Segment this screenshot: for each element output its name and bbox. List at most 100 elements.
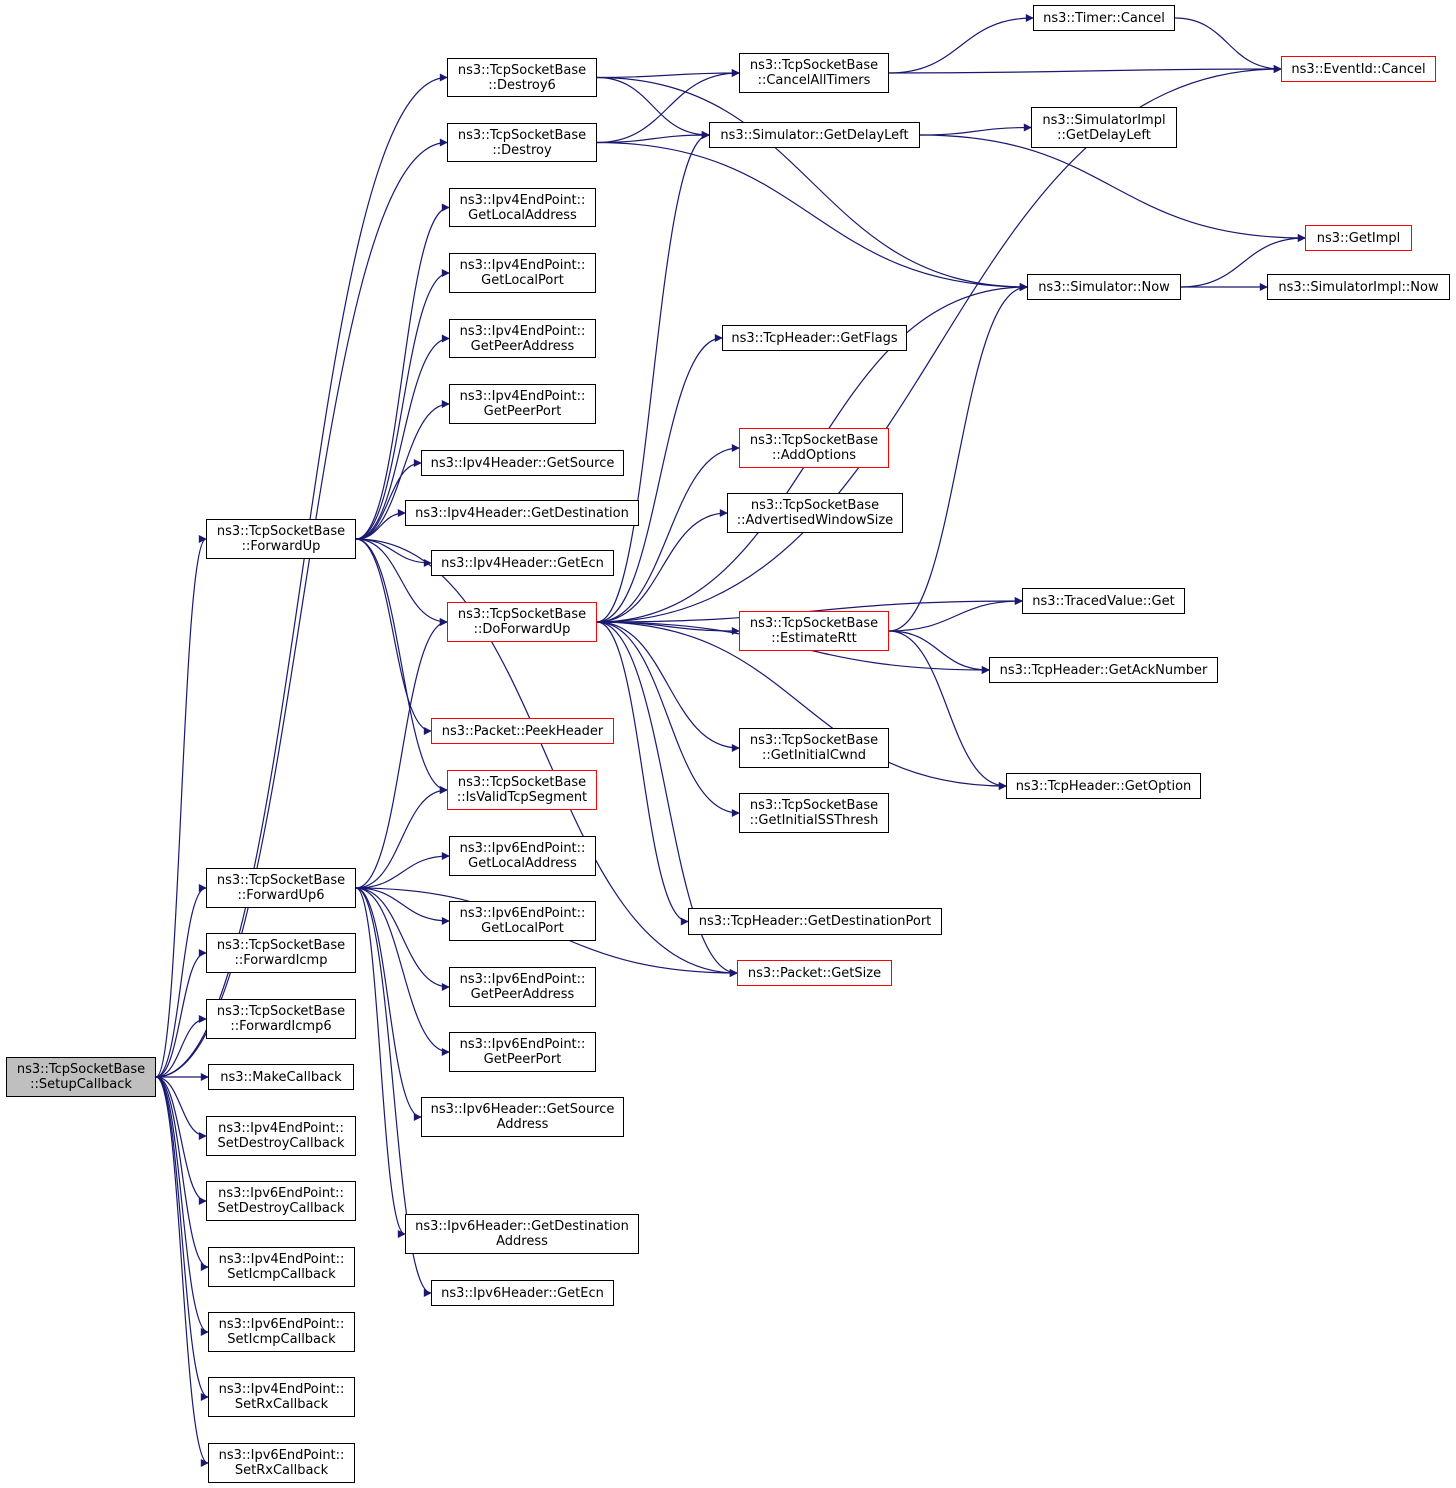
call-edge-forwardup-to-peekheader [355, 538, 432, 735]
node-ipv4endpoint-getlocalport[interactable]: ns3::Ipv4EndPoint::GetLocalPort [449, 253, 596, 293]
call-edge-simnow-to-getimpl [1180, 234, 1306, 288]
call-edge-setup-to-forwardicmp [155, 949, 207, 1078]
call-edge-destroy-to-simnow [596, 141, 1028, 291]
node-simulatorimpl-now[interactable]: ns3::SimulatorImpl::Now [1267, 274, 1450, 300]
node-cancelalltimers[interactable]: ns3::TcpSocketBase::CancelAllTimers [739, 53, 889, 93]
node-setupcallback: ns3::TcpSocketBase::SetupCallback [6, 1057, 156, 1097]
node-advertisedwindowsize[interactable]: ns3::TcpSocketBase::AdvertisedWindowSize [727, 493, 903, 533]
call-edge-setup-to-v4setrx [155, 1076, 209, 1401]
call-edge-forwardup-to-v4getpeerport [355, 400, 450, 540]
call-edge-doforwardup-to-getinitss [596, 621, 740, 817]
node-forwardup6[interactable]: ns3::TcpSocketBase::ForwardUp6 [206, 868, 356, 908]
node-ipv4endpoint-setrxcallback[interactable]: ns3::Ipv4EndPoint::SetRxCallback [208, 1377, 355, 1417]
node-forwardicmp[interactable]: ns3::TcpSocketBase::ForwardIcmp [206, 933, 356, 973]
call-edge-forwardup-to-v4getlocaladdr [355, 203, 450, 540]
node-tcpheader-getacknumber[interactable]: ns3::TcpHeader::GetAckNumber [989, 657, 1218, 683]
node-ipv6endpoint-getpeeraddress[interactable]: ns3::Ipv6EndPoint::GetPeerAddress [449, 967, 596, 1007]
node-ipv4header-getecn[interactable]: ns3::Ipv4Header::GetEcn [431, 550, 614, 576]
call-edge-setup-to-v6seticmp [155, 1076, 209, 1336]
node-tracedvalue-get[interactable]: ns3::TracedValue::Get [1022, 588, 1185, 614]
node-makecallback[interactable]: ns3::MakeCallback [208, 1064, 354, 1090]
node-ipv6header-getecn[interactable]: ns3::Ipv6Header::GetEcn [431, 1280, 614, 1306]
call-edge-forwardup-to-v4hsource [355, 459, 422, 540]
call-edge-setup-to-destroy6 [155, 73, 448, 1078]
node-simulatorimpl-getdelayleft[interactable]: ns3::SimulatorImpl::GetDelayLeft [1031, 107, 1177, 148]
node-simulator-getdelayleft[interactable]: ns3::Simulator::GetDelayLeft [709, 122, 920, 148]
node-getinitialssthresh[interactable]: ns3::TcpSocketBase::GetInitialSSThresh [739, 793, 889, 833]
call-edge-forwardup-to-doforwardup [355, 538, 448, 626]
call-edge-estimatertt-to-simnow [888, 283, 1028, 632]
node-ipv4endpoint-getpeeraddress[interactable]: ns3::Ipv4EndPoint::GetPeerAddress [449, 319, 596, 358]
call-edge-doforwardup-to-eventcancel [596, 65, 1282, 623]
call-edge-estimatertt-to-getacknum [888, 630, 990, 674]
call-edge-setup-to-forwardicmp6 [155, 1015, 207, 1078]
node-ipv4endpoint-getlocaladdress[interactable]: ns3::Ipv4EndPoint::GetLocalAddress [449, 188, 596, 227]
call-edge-doforwardup-to-getsize [596, 621, 738, 977]
node-packet-peekheader[interactable]: ns3::Packet::PeekHeader [431, 718, 614, 744]
call-edge-doforwardup-to-getinitcwnd [596, 621, 740, 752]
call-edge-forwardup6-to-isvalid [355, 786, 448, 889]
call-edge-timercancel-to-eventcancel [1174, 17, 1282, 73]
call-edge-forwardup6-to-v6getlocalport [355, 887, 450, 925]
node-eventid-cancel[interactable]: ns3::EventId::Cancel [1281, 56, 1436, 82]
call-edge-forwardup6-to-v6getpeeraddr [355, 887, 450, 991]
node-destroy[interactable]: ns3::TcpSocketBase::Destroy [447, 123, 597, 162]
call-edge-forwardup-to-v4hdest [355, 509, 406, 540]
call-edge-getdelayleft-to-simimplgetdelay [919, 123, 1032, 136]
call-edge-getdelayleft-to-getimpl [919, 134, 1306, 242]
node-ipv6endpoint-setrxcallback[interactable]: ns3::Ipv6EndPoint::SetRxCallback [208, 1443, 355, 1483]
call-edge-destroy6-to-simnow [596, 76, 1028, 291]
node-isvalidtcpsegment[interactable]: ns3::TcpSocketBase::IsValidTcpSegment [447, 770, 597, 810]
node-forwardup[interactable]: ns3::TcpSocketBase::ForwardUp [206, 519, 356, 559]
node-estimatertt[interactable]: ns3::TcpSocketBase::EstimateRtt [739, 611, 889, 651]
call-edge-cancelall-to-eventcancel [888, 65, 1282, 74]
call-edge-doforwardup-to-advwin [596, 509, 728, 623]
call-edge-setup-to-forwardup6 [155, 884, 207, 1078]
node-ipv4endpoint-getpeerport[interactable]: ns3::Ipv4EndPoint::GetPeerPort [449, 384, 596, 424]
call-edge-setup-to-v4seticmp [155, 1076, 209, 1271]
node-ipv6endpoint-getpeerport[interactable]: ns3::Ipv6EndPoint::GetPeerPort [449, 1032, 596, 1072]
node-ipv6endpoint-getlocaladdress[interactable]: ns3::Ipv6EndPoint::GetLocalAddress [449, 836, 596, 876]
node-tcpheader-getdestinationport[interactable]: ns3::TcpHeader::GetDestinationPort [688, 908, 942, 935]
call-edge-setup-to-v4setdestroy [155, 1076, 207, 1140]
call-edge-forwardup6-to-v6getlocaladdr [355, 852, 450, 889]
call-edge-doforwardup-to-getdelayleft [596, 131, 710, 623]
call-edge-setup-to-forwardup [155, 535, 207, 1078]
call-edge-forwardup6-to-v6hsource [355, 887, 422, 1121]
node-getinitialcwnd[interactable]: ns3::TcpSocketBase::GetInitialCwnd [739, 728, 889, 768]
node-ipv6endpoint-seticmpcallback[interactable]: ns3::Ipv6EndPoint::SetIcmpCallback [208, 1312, 355, 1352]
call-edge-forwardup6-to-v6getpeerport [355, 887, 450, 1056]
node-packet-getsize[interactable]: ns3::Packet::GetSize [737, 960, 892, 986]
call-edge-estimatertt-to-getoption [888, 630, 1007, 790]
call-edge-doforwardup-to-getoption [596, 621, 1007, 790]
node-tcpheader-getflags[interactable]: ns3::TcpHeader::GetFlags [722, 325, 907, 351]
node-ipv4header-getdestination[interactable]: ns3::Ipv4Header::GetDestination [405, 500, 639, 526]
node-destroy6[interactable]: ns3::TcpSocketBase::Destroy6 [447, 58, 597, 97]
call-edge-forwardup-to-isvalid [355, 538, 448, 794]
node-ipv6endpoint-getlocalport[interactable]: ns3::Ipv6EndPoint::GetLocalPort [449, 901, 596, 941]
node-addoptions[interactable]: ns3::TcpSocketBase::AddOptions [739, 428, 889, 468]
node-getimpl[interactable]: ns3::GetImpl [1305, 225, 1412, 251]
call-edge-doforwardup-to-getdestport [596, 621, 689, 926]
node-timer-cancel[interactable]: ns3::Timer::Cancel [1033, 5, 1175, 31]
node-ipv4endpoint-setdestroycallback[interactable]: ns3::Ipv4EndPoint::SetDestroyCallback [206, 1116, 356, 1156]
node-ipv4header-getsource[interactable]: ns3::Ipv4Header::GetSource [421, 450, 624, 476]
call-edge-forwardup-to-v4getlocalport [355, 269, 450, 540]
call-edge-doforwardup-to-addoptions [596, 444, 740, 623]
node-doforwardup[interactable]: ns3::TcpSocketBase::DoForwardUp [447, 602, 597, 642]
call-edge-destroy6-to-getdelayleft [596, 76, 710, 139]
node-simulator-now[interactable]: ns3::Simulator::Now [1027, 274, 1181, 300]
call-edge-doforwardup-to-getflags [596, 334, 723, 623]
node-ipv4endpoint-seticmpcallback[interactable]: ns3::Ipv4EndPoint::SetIcmpCallback [208, 1247, 355, 1287]
node-tcpheader-getoption[interactable]: ns3::TcpHeader::GetOption [1006, 773, 1201, 799]
node-ipv6endpoint-setdestroycallback[interactable]: ns3::Ipv6EndPoint::SetDestroyCallback [206, 1181, 356, 1221]
call-edge-setup-to-v6setdestroy [155, 1076, 207, 1205]
call-edge-forwardup-to-getsize [355, 538, 738, 977]
call-edge-forwardup-to-v4hecn [355, 538, 432, 567]
node-forwardicmp6[interactable]: ns3::TcpSocketBase::ForwardIcmp6 [206, 999, 356, 1039]
call-edge-forwardup-to-v4getpeeraddr [355, 334, 450, 540]
